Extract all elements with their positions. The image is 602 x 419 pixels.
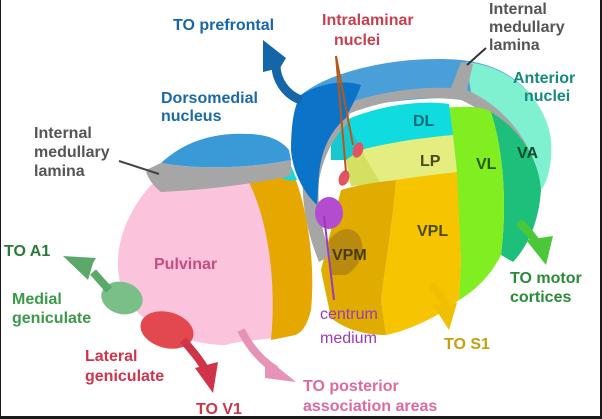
dorsomedial-dark-region: [291, 82, 361, 205]
a1-arrow: [90, 269, 112, 293]
label-lp: LP: [420, 153, 441, 170]
label-va: VA: [517, 145, 538, 162]
lamina-top-leader: [466, 47, 487, 66]
medial-geniculate-nucleus: [101, 281, 143, 315]
lp-left-region: [346, 150, 381, 186]
label-intralaminar-2: nuclei: [334, 32, 380, 49]
label-dl: DL: [413, 113, 435, 130]
motor-arrowhead: [526, 236, 553, 265]
label-vl: VL: [476, 156, 497, 173]
label-medial-geniculate-2: geniculate: [12, 310, 91, 327]
label-vpm: VPM: [332, 247, 367, 264]
intralaminar-leader-1: [335, 55, 354, 146]
label-anterior-1: Anterior: [513, 70, 575, 87]
label-lamina-top-1: Internal: [489, 1, 547, 18]
label-anterior-2: nuclei: [524, 88, 570, 105]
label-lateral-geniculate-1: Lateral: [85, 348, 137, 365]
label-to-a1: TO A1: [4, 243, 50, 260]
label-medial-geniculate-1: Medial: [12, 291, 62, 308]
prefrontal-arrowhead: [263, 40, 286, 72]
label-lamina-left-1: Internal: [34, 125, 92, 142]
label-to-v1: TO V1: [196, 401, 242, 418]
label-to-motor-1: TO motor: [510, 270, 582, 287]
intralaminar-dot-2: [338, 170, 350, 186]
label-to-prefrontal: TO prefrontal: [173, 17, 274, 34]
label-to-posterior-2: association areas: [303, 398, 437, 415]
pulvinar-region: [117, 172, 291, 345]
dorsomedial-left-region: [161, 133, 291, 168]
s1-arrowhead: [433, 303, 457, 330]
v1-arrowhead: [195, 362, 218, 393]
a1-arrowhead: [63, 256, 96, 280]
label-lamina-top-3: lamina: [489, 37, 540, 54]
label-vpl: VPL: [417, 223, 448, 240]
label-centrum-1: centrum: [320, 306, 378, 323]
posterior-arrowhead: [265, 357, 296, 382]
prefrontal-arrow: [271, 64, 303, 105]
lamina-left-band: [146, 162, 291, 192]
label-lateral-geniculate-2: geniculate: [85, 368, 164, 385]
intralaminar-dot-1: [352, 142, 364, 158]
label-intralaminar-1: Intralaminar: [322, 12, 414, 29]
label-to-s1: TO S1: [444, 336, 490, 353]
label-lamina-left-2: medullary: [34, 144, 110, 161]
va-region: [491, 112, 541, 262]
label-lamina-left-3: lamina: [34, 163, 85, 180]
label-dorsomedial-2: nucleus: [161, 108, 222, 125]
intralaminar-leader-2: [335, 55, 347, 173]
lamina-left-leader: [118, 160, 160, 175]
lateral-geniculate-nucleus: [140, 311, 194, 349]
label-centrum-2: medium: [320, 330, 377, 347]
lamina-anterior: [326, 62, 541, 200]
ochre-strip-region: [244, 168, 313, 340]
label-pulvinar: Pulvinar: [154, 256, 217, 273]
vl-region: [446, 106, 504, 300]
centrum-medium-nucleus: [315, 197, 343, 229]
label-lamina-top-2: medullary: [489, 19, 565, 36]
label-dorsomedial-1: Dorsomedial: [161, 90, 258, 107]
label-to-motor-2: cortices: [510, 289, 571, 306]
vpm-region: [329, 229, 363, 275]
centrum-leader: [323, 215, 335, 301]
label-to-posterior-1: TO posterior: [303, 378, 399, 395]
